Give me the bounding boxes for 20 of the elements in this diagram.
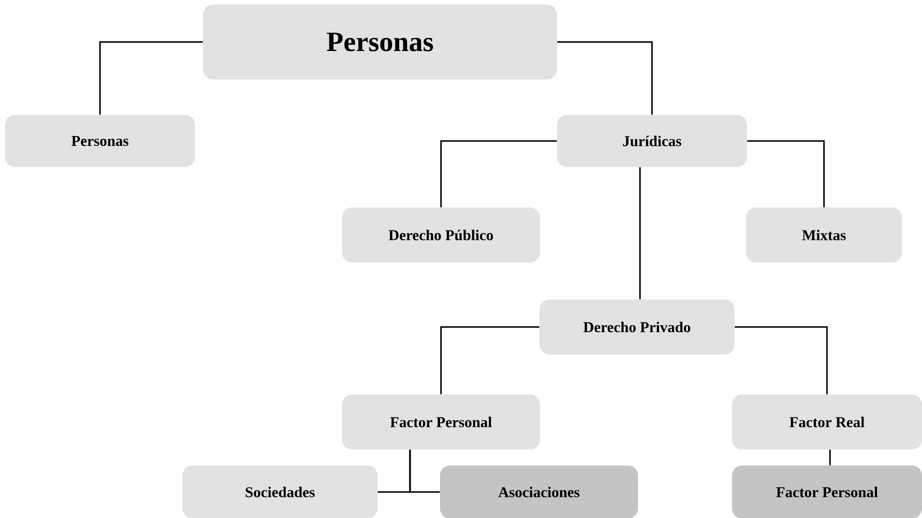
category-box: Derecho Privado: [540, 300, 734, 354]
category-box: Jurídicas: [557, 115, 747, 167]
category-box: Factor Personal: [732, 466, 922, 518]
title-box: Personas: [203, 4, 557, 80]
category-box: Personas: [5, 115, 195, 167]
connector-line: [409, 450, 440, 493]
connector-line: [734, 326, 828, 394]
connector-line: [557, 41, 653, 115]
connector-line: [99, 41, 203, 115]
connector-line: [747, 140, 825, 208]
connector-line: [639, 167, 641, 300]
category-box: Asociaciones: [440, 466, 638, 518]
category-box: Factor Personal: [342, 394, 540, 450]
category-box: Sociedades: [182, 466, 378, 518]
connector-line: [440, 140, 557, 208]
connector-line: [829, 450, 831, 466]
connector-line: [440, 326, 540, 394]
category-box: Derecho Público: [342, 208, 540, 262]
category-box: Factor Real: [732, 394, 922, 450]
category-box: Mixtas: [746, 208, 902, 262]
